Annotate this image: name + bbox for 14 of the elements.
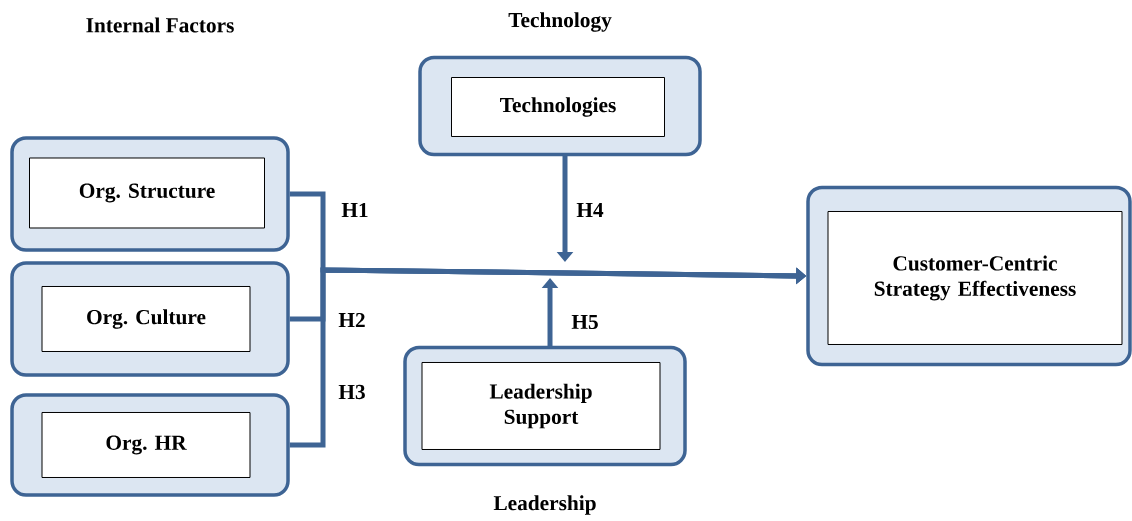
text-box: Org. HR <box>41 412 251 478</box>
group-heading: Internal Factors <box>86 17 234 33</box>
text-box: Org. Culture <box>41 286 251 352</box>
edge-label: H1 <box>340 201 370 219</box>
edge-label: H4 <box>575 201 605 219</box>
edge-label: H2 <box>337 311 367 329</box>
text-box: Org. Structure <box>29 157 265 229</box>
text-box: Leadership Support <box>421 362 661 450</box>
node-label: Technology <box>508 12 612 32</box>
edge-label: H5 <box>570 313 600 331</box>
node-label: Leadership <box>493 495 596 515</box>
edge-label: H3 <box>337 383 367 401</box>
text-box: Technologies <box>451 77 665 137</box>
text-box: Customer-Centric Strategy Effectiveness <box>827 211 1123 345</box>
